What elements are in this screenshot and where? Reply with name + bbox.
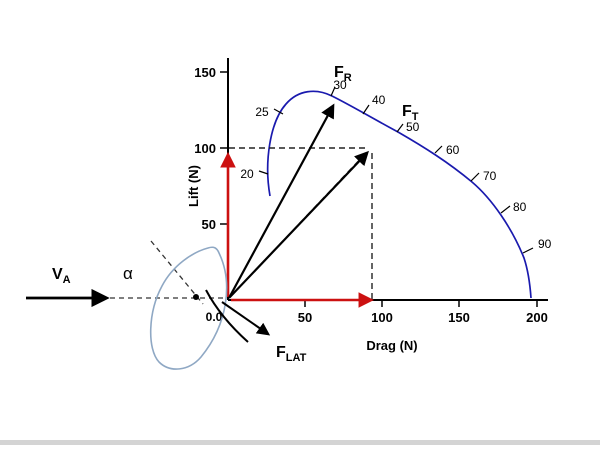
window-bottom-edge [0, 440, 600, 445]
curve-tick-25 [273, 108, 284, 115]
fr-label-sub: R [344, 72, 352, 84]
boat-hull-outline [149, 246, 228, 370]
x-axis-title: Drag (N) [366, 338, 417, 353]
curve-tick-50 [396, 123, 404, 133]
flat-label-sub: LAT [286, 352, 307, 364]
y-tick-label-100: 100 [194, 141, 216, 156]
flat-vector-arrow [221, 301, 271, 336]
curve-label-40: 40 [372, 93, 386, 107]
flat-label-main: F [276, 344, 286, 361]
va-label: VA [52, 266, 71, 286]
curve-tick-20 [258, 170, 269, 175]
sail-curve [205, 289, 249, 343]
va-label-main: V [52, 266, 63, 283]
alpha-label: α [123, 264, 133, 283]
mast-dot [193, 294, 199, 300]
curve-angle-ticks [258, 86, 534, 254]
ft-label: FT [402, 103, 419, 123]
fr-label-main: F [334, 64, 344, 81]
curve-tick-60 [434, 145, 443, 154]
ft-label-main: F [402, 103, 412, 120]
curve-label-50: 50 [406, 120, 420, 134]
flat-label: FLAT [276, 344, 307, 364]
y-axis-title: Lift (N) [186, 165, 201, 207]
fr-label: FR [334, 64, 352, 84]
curve-tick-90 [522, 247, 534, 254]
ft-vector-arrow [228, 150, 369, 299]
curve-tick-70 [470, 172, 480, 182]
polar-curve [266, 90, 532, 299]
y-tick-label-150: 150 [194, 65, 216, 80]
x-tick-label-100: 100 [371, 310, 393, 325]
curve-label-90: 90 [538, 237, 552, 251]
curve-label-30: 30 [333, 78, 347, 92]
x-tick-label-150: 150 [448, 310, 470, 325]
curve-tick-40 [362, 104, 370, 115]
origin-label: 0.0 [206, 310, 223, 324]
curve-label-60: 60 [446, 143, 460, 157]
curve-label-80: 80 [513, 200, 527, 214]
dashed-boat-heading-line [150, 240, 204, 305]
curve-label-70: 70 [483, 169, 497, 183]
ft-label-sub: T [412, 111, 419, 123]
curve-label-20: 20 [240, 167, 254, 181]
va-label-sub: A [63, 274, 71, 286]
y-tick-label-50: 50 [202, 217, 216, 232]
curve-label-25: 25 [255, 105, 269, 119]
curve-tick-30 [330, 86, 336, 97]
fr-vector-arrow [228, 103, 335, 299]
x-tick-label-200: 200 [526, 310, 548, 325]
x-tick-label-50: 50 [298, 310, 312, 325]
curve-tick-80 [500, 205, 511, 214]
